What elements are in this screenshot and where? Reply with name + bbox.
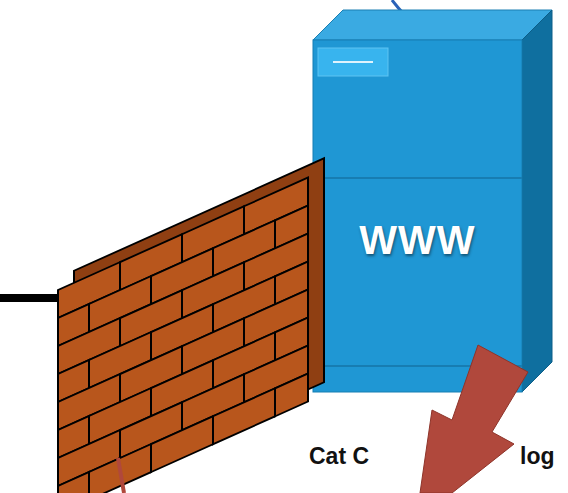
wall-bricks <box>58 178 308 493</box>
panel-divider <box>313 177 522 179</box>
site-label: log <box>520 443 555 470</box>
server-label: WWW <box>313 218 522 263</box>
server-front <box>313 40 522 392</box>
brick-wall <box>58 158 324 493</box>
site-label: Cat C <box>309 443 369 470</box>
pointer-arrow <box>420 345 528 493</box>
drive-slot <box>333 61 373 63</box>
server-side <box>522 10 552 392</box>
server-top <box>313 10 552 40</box>
network-wire <box>0 294 60 302</box>
drive-bay <box>318 48 388 76</box>
server-box: WWW <box>313 40 522 392</box>
pointer-tick <box>118 458 124 493</box>
